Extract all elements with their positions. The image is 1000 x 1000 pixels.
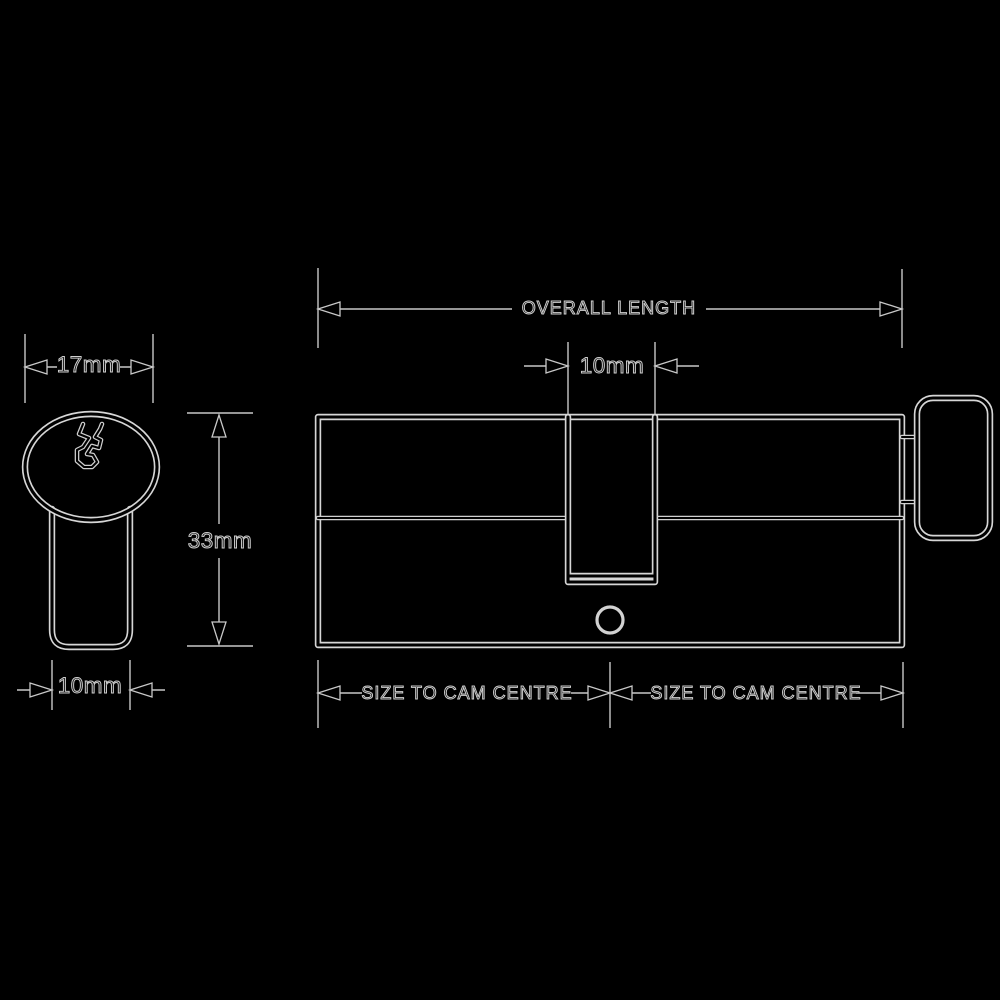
- arrowhead-right-icon: [880, 685, 906, 701]
- face-body-width-label: 10mm: [58, 673, 123, 698]
- arrowhead-left-icon: [127, 682, 153, 698]
- dimension-face-width: 17mm: [22, 334, 156, 403]
- arrowhead-down-icon: [211, 621, 227, 647]
- arrowhead-right-icon: [545, 358, 571, 374]
- extension-lines: [187, 412, 253, 647]
- arrowhead-left-icon: [607, 685, 633, 701]
- side-view: OVERALL LENGTH 10mm SIZE TO CAM CENTRE S…: [318, 268, 990, 728]
- face-width-label: 17mm: [57, 352, 122, 377]
- arrowhead-right-icon: [879, 301, 905, 317]
- arrowhead-right-icon: [587, 685, 613, 701]
- dimension-size-to-cam-centre-left: SIZE TO CAM CENTRE: [315, 660, 613, 728]
- arrowhead-right-icon: [130, 359, 156, 375]
- overall-length-label: OVERALL LENGTH: [522, 298, 696, 318]
- arrowhead-left-icon: [315, 301, 341, 317]
- arrowhead-left-icon: [315, 685, 341, 701]
- arrowhead-right-icon: [29, 682, 55, 698]
- arrowhead-up-icon: [211, 412, 227, 438]
- size-to-cam-centre-left-label: SIZE TO CAM CENTRE: [361, 683, 572, 703]
- extension-lines: [24, 334, 154, 403]
- extension-lines: [567, 342, 656, 414]
- face-height-label: 33mm: [188, 528, 253, 553]
- front-view: 17mm 33mm 10mm: [17, 334, 253, 710]
- arrowhead-left-icon: [652, 358, 678, 374]
- dimension-overall-length: OVERALL LENGTH: [315, 268, 905, 348]
- size-to-cam-centre-right-label: SIZE TO CAM CENTRE: [650, 683, 861, 703]
- dimension-size-to-cam-centre-right: SIZE TO CAM CENTRE: [607, 662, 906, 728]
- cam-width-label: 10mm: [580, 353, 645, 378]
- fixing-screw-hole: [595, 605, 625, 635]
- dimension-cam-width: 10mm: [524, 342, 699, 414]
- extension-lines: [317, 660, 611, 728]
- dimension-face-height: 33mm: [187, 412, 253, 647]
- dimension-face-body-width: 10mm: [17, 660, 165, 710]
- arrowhead-left-icon: [22, 359, 48, 375]
- extension-lines: [51, 660, 131, 710]
